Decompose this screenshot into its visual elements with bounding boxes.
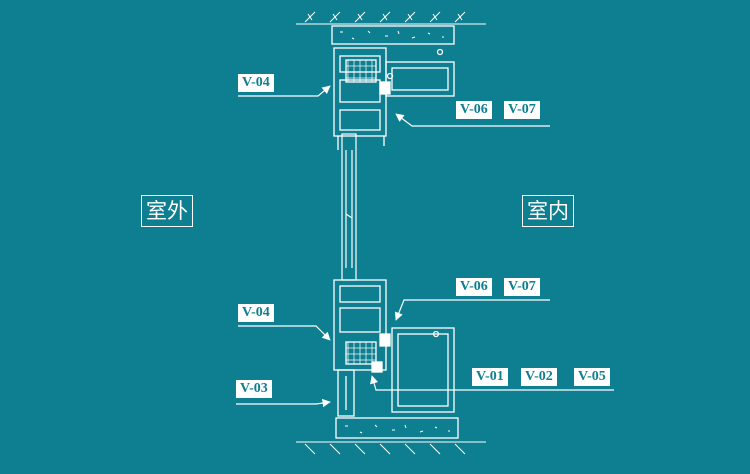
- tag-bottom-right-lower-2: V-02: [521, 368, 557, 386]
- glass-pane: [341, 133, 357, 281]
- tag-bottom-right-upper-2: V-07: [504, 278, 540, 296]
- tag-bottom-right-lower-3: V-05: [574, 368, 610, 386]
- tag-middle-left-1: V-04: [238, 304, 274, 322]
- bottom-wall: [296, 417, 486, 455]
- leader-bottom-left: [236, 398, 331, 408]
- leader-bottom-right-lower: [370, 375, 614, 391]
- tag-top-right-2: V-07: [504, 101, 540, 119]
- leader-top-right: [395, 113, 550, 127]
- top-frame-profile: [333, 47, 455, 150]
- outdoor-label: 室外: [141, 195, 193, 227]
- tag-top-left-1: V-04: [238, 74, 274, 92]
- bottom-frame-profile: [333, 279, 455, 417]
- leader-bottom-right-upper: [394, 299, 550, 321]
- leader-middle-left: [238, 325, 331, 341]
- leader-lines: [236, 85, 614, 408]
- tag-top-right-1: V-06: [456, 101, 492, 119]
- tag-bottom-left-1: V-03: [236, 380, 272, 398]
- leader-top-left: [238, 85, 331, 97]
- tag-bottom-right-upper-1: V-06: [456, 278, 492, 296]
- top-wall: [296, 11, 486, 45]
- indoor-label: 室内: [522, 195, 574, 227]
- tag-bottom-right-lower-1: V-01: [472, 368, 508, 386]
